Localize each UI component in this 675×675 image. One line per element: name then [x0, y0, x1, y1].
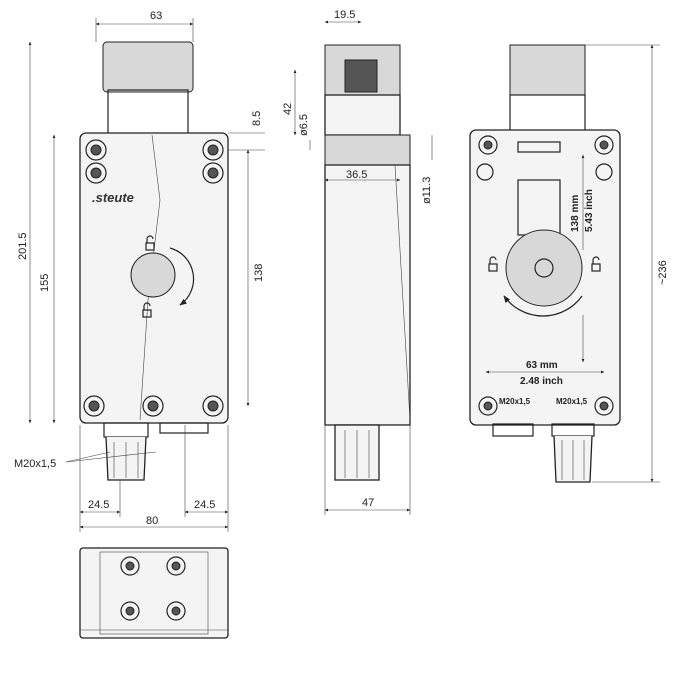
side-housing [324, 164, 411, 426]
dim-back-horizontal: 63 mm [526, 360, 558, 371]
back-screw [478, 396, 498, 416]
side-view: 19.5 42 ø6.5 36.5 ø11.3 47 [282, 9, 433, 515]
back-screw [478, 135, 498, 155]
back-view: 138 mm 5.43 inch 63 mm 2.48 inch M20x1,5… [469, 44, 669, 483]
back-cable-gland [492, 423, 595, 483]
side-mount-plate [324, 134, 411, 166]
front-screw [202, 139, 224, 161]
bottom-screw [166, 556, 186, 576]
dim-back-vertical: 138 mm [570, 195, 581, 232]
dim-front-width-top: 63 [150, 10, 162, 22]
thread-label-front: M20x1,5 [14, 458, 56, 470]
back-screw [476, 163, 494, 181]
bottom-housing [79, 547, 229, 639]
thread-label-back-left: M20x1,5 [499, 397, 531, 406]
back-screw [594, 396, 614, 416]
dim-side-width-bottom: 47 [362, 497, 374, 509]
dim-gland-offset-right: 24.5 [194, 499, 215, 511]
front-release-knob [130, 252, 176, 298]
back-screw [594, 135, 614, 155]
front-screw [83, 395, 105, 417]
bottom-screw [166, 601, 186, 621]
lock-icon [145, 235, 155, 251]
dim-front-height-total: 201.5 [17, 232, 29, 260]
thread-label-back-right: M20x1,5 [556, 397, 588, 406]
front-screw [202, 395, 224, 417]
dim-front-height-holes-right: 138 [253, 264, 265, 282]
back-screw [595, 163, 613, 181]
bottom-view [79, 547, 229, 639]
dim-side-width-top: 19.5 [334, 9, 355, 21]
dim-back-height-total: ~236 [657, 260, 669, 285]
bottom-screw [120, 601, 140, 621]
front-cable-gland [103, 422, 149, 481]
dim-back-vertical-inch: 5.43 inch [584, 189, 595, 232]
dim-side-height-42: 42 [282, 103, 294, 115]
dim-side-dia-11-3: ø11.3 [421, 177, 433, 204]
dim-side-hole-dia: ø6.5 [298, 114, 310, 136]
dim-front-offset-top: 8.5 [251, 111, 263, 126]
dim-back-horizontal-inch: 2.48 inch [520, 376, 563, 387]
dim-side-depth-36-5: 36.5 [346, 169, 367, 181]
bottom-screw [120, 556, 140, 576]
front-screw [202, 162, 224, 184]
dim-front-width-bottom: 80 [146, 515, 158, 527]
unlock-icon [142, 302, 152, 318]
front-screw [142, 395, 164, 417]
front-screw [85, 139, 107, 161]
back-cam-disc [505, 229, 583, 307]
dim-gland-offset-left: 24.5 [88, 499, 109, 511]
lock-icon [591, 256, 601, 272]
brand-logo: .steute [92, 190, 134, 205]
back-actuator-head [509, 44, 586, 96]
front-actuator-head [102, 41, 194, 93]
unlock-icon [488, 256, 498, 272]
front-view: .steute 63 201.5 155 138 8.5 M20x1,5 24.… [14, 10, 265, 532]
front-screw [85, 162, 107, 184]
front-plug-slot [159, 422, 209, 434]
dim-front-height-holes: 155 [39, 274, 51, 292]
